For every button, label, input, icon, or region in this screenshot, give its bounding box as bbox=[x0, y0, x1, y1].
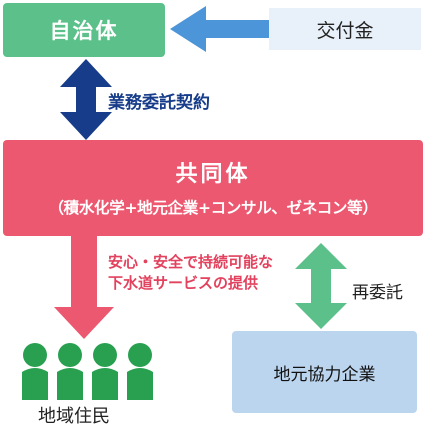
grant-arrow bbox=[170, 6, 270, 52]
municipality-label: 自治体 bbox=[49, 19, 119, 43]
subcontract-label: 再委託 bbox=[352, 283, 403, 303]
residents-icon bbox=[22, 343, 153, 400]
contract-label: 業務委託契約 bbox=[108, 93, 210, 113]
municipality-box: 自治体 bbox=[3, 3, 165, 57]
local-partner-label: 地元協力企業 bbox=[273, 364, 376, 385]
local-partner-box: 地元協力企業 bbox=[232, 331, 417, 413]
grant-label: 交付金 bbox=[316, 19, 374, 42]
joint-venture-subtitle: （積水化学+地元企業+コンサル、ゼネコン等） bbox=[48, 199, 378, 217]
person-icon bbox=[57, 343, 83, 400]
person-icon bbox=[22, 343, 48, 400]
service-label-line2: 下水道サービスの提供 bbox=[108, 274, 259, 292]
person-icon bbox=[127, 343, 153, 400]
service-label-line1: 安心・安全で持続可能な bbox=[108, 253, 274, 271]
joint-venture-title: 共同体 bbox=[175, 162, 251, 187]
service-arrow bbox=[54, 236, 114, 339]
person-icon bbox=[92, 343, 118, 400]
grant-box: 交付金 bbox=[269, 8, 421, 50]
contract-arrow bbox=[60, 59, 112, 140]
joint-venture-box bbox=[3, 140, 423, 236]
service-label: 安心・安全で持続可能な 下水道サービスの提供 bbox=[108, 252, 273, 294]
subcontract-arrow bbox=[295, 243, 347, 329]
residents-label: 地域住民 bbox=[38, 406, 110, 427]
